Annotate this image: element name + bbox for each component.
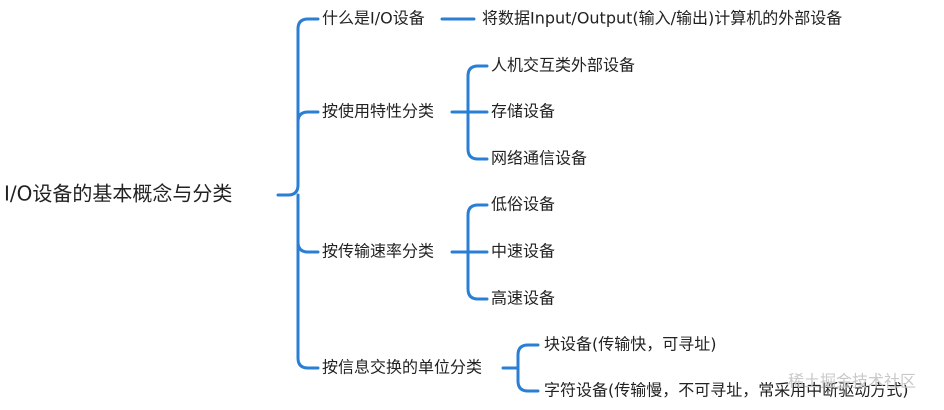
branch-2-child-3-label: 网络通信设备 (491, 149, 587, 168)
watermark-label: 稀土掘金技术社区 (788, 372, 916, 391)
edge-branch-3-to-children (450, 203, 489, 301)
edge-branch-2-to-children (450, 64, 489, 161)
branch-4-child-2-label: 字符设备(传输慢，不可寻址，常采用中断驱动方式) (544, 381, 909, 400)
branch-3-child-2-label: 中速设备 (491, 242, 555, 261)
branch-2-child-2-label: 存储设备 (491, 102, 555, 121)
edge-branch-4-to-children (501, 343, 540, 393)
mindmap-edges (276, 17, 540, 393)
branch-4-label: 按信息交换的单位分类 (322, 358, 482, 377)
branch-3-child-1-label: 低俗设备 (491, 195, 555, 214)
branch-4-child-1-label: 块设备(传输快，可寻址) (544, 335, 717, 354)
root-node-label: I/O设备的基本概念与分类 (4, 182, 232, 206)
mindmap-labels: I/O设备的基本概念与分类 什么是I/O设备 将数据Input/Output(输… (4, 9, 916, 400)
edge-root-to-branch-4 (296, 240, 320, 370)
branch-1-label: 什么是I/O设备 (322, 9, 425, 28)
branch-2-child-1-label: 人机交互类外部设备 (491, 56, 635, 75)
edge-root-to-branch-2 (296, 110, 320, 124)
branch-3-child-3-label: 高速设备 (491, 289, 555, 308)
branch-2-label: 按使用特性分类 (322, 102, 434, 121)
branch-1-child-1-label: 将数据Input/Output(输入/输出)计算机的外部设备 (482, 9, 842, 28)
branch-3-label: 按传输速率分类 (322, 242, 434, 261)
edge-root-to-branch-1 (276, 17, 320, 197)
edge-root-to-branch-3 (296, 193, 320, 254)
